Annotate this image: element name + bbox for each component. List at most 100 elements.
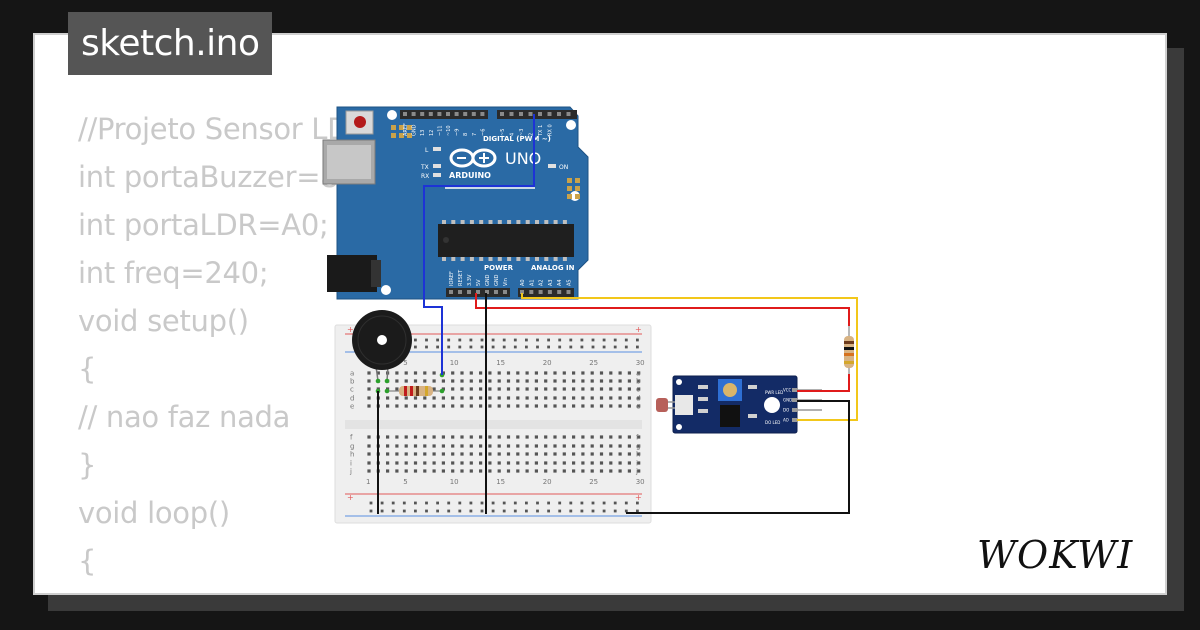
row-letter: g	[350, 443, 354, 451]
resistor-breadboard[interactable]	[387, 386, 442, 396]
row-letter: h	[350, 451, 354, 459]
project-card: //Projeto Sensor LDR int portaBuzzer=8; in…	[33, 33, 1167, 595]
digital-pin-label: TX 1	[538, 125, 544, 137]
potentiometer-knob-icon	[723, 383, 737, 397]
column-number: 10	[450, 359, 459, 367]
analog-pin-label: A3	[548, 279, 554, 286]
code-line: {	[78, 352, 97, 386]
code-line: int portaBuzzer=8;	[78, 160, 348, 194]
column-number: 25	[589, 359, 598, 367]
ldr-pin-label: VCC	[783, 388, 792, 393]
digital-pin-label: AREF	[403, 123, 409, 136]
row-letter: c	[350, 386, 354, 394]
ldr-icon	[656, 398, 668, 412]
digital-header	[403, 112, 571, 116]
tx-led-label: TX	[420, 164, 429, 171]
svg-text:+: +	[347, 493, 354, 502]
row-letter: j	[349, 468, 352, 476]
digital-label: DIGITAL (PWM ~)	[483, 135, 551, 143]
code-line: int portaLDR=A0;	[78, 208, 329, 242]
code-line: //Projeto Sensor LDR	[78, 112, 370, 146]
column-number: 20	[543, 478, 552, 486]
power-header	[449, 290, 507, 294]
digital-pin-label: ~10	[446, 125, 452, 136]
row-letter: c	[636, 386, 640, 394]
row-letter: d	[636, 395, 640, 403]
wire-red-vcc[interactable]	[797, 374, 850, 392]
resistor-pullup[interactable]	[844, 326, 854, 374]
analog-pin-label: A2	[539, 279, 545, 286]
do-led-icon	[764, 397, 780, 413]
code-line: int freq=240;	[78, 256, 269, 290]
row-letter: d	[350, 395, 354, 403]
power-pin-label: IOREF	[449, 271, 455, 286]
ldr-socket	[675, 395, 693, 415]
digital-pin-label: GND	[412, 124, 418, 136]
power-pin-label: RESET	[458, 269, 464, 286]
row-letter: g	[636, 443, 640, 451]
row-letter: a	[636, 370, 640, 378]
wire-yellow-a0[interactable]	[521, 293, 858, 421]
board-model: UNO	[505, 149, 541, 168]
digital-pin-label: 7	[472, 133, 478, 136]
icsp-header	[391, 125, 412, 138]
code-line: // nao faz nada	[78, 400, 291, 434]
atmega-chip	[438, 224, 574, 257]
row-letter: e	[636, 403, 640, 411]
digital-pin-label: 4	[510, 133, 516, 136]
column-number: 30	[636, 478, 645, 486]
wire-red-5v[interactable]	[475, 293, 850, 326]
svg-text:+: +	[347, 325, 354, 334]
column-number: 10	[450, 478, 459, 486]
digital-pin-label: 13	[420, 130, 426, 136]
arduino-logo-icon	[449, 148, 497, 168]
wire-black-module-gnd[interactable]	[626, 400, 850, 514]
digital-pin-label: ~5	[500, 129, 506, 136]
column-number: 15	[496, 478, 505, 486]
column-number: 15	[496, 359, 505, 367]
pwr-led-label: PWR LED	[765, 390, 783, 395]
power-pin-label: 5V	[476, 279, 482, 286]
ldr-pin-label: AO	[783, 418, 789, 423]
power-rail-bottom	[369, 501, 639, 513]
analog-label: ANALOG IN	[531, 264, 575, 272]
chip-pins	[442, 220, 567, 261]
column-number: 30	[636, 359, 645, 367]
ldr-pin-label: DO	[783, 408, 789, 413]
ldr-pin-label: GND	[783, 398, 792, 403]
row-letter: i	[636, 460, 638, 468]
wires	[377, 114, 858, 514]
analog-header	[520, 290, 571, 294]
sketch-title: sketch.ino	[68, 12, 273, 75]
row-letter: b	[350, 378, 355, 386]
code-line: }	[78, 448, 97, 482]
digital-pin-label: ~9	[455, 129, 461, 136]
rx-led-label: RX	[421, 173, 429, 180]
column-number: 25	[589, 478, 598, 486]
analog-pin-label: A4	[557, 279, 563, 286]
power-jack	[327, 255, 377, 292]
l-led-label: L	[425, 147, 429, 154]
comparator-chip	[720, 405, 740, 427]
buzzer[interactable]	[352, 310, 412, 382]
analog-pin-label: A0	[520, 279, 526, 286]
code-line: void setup()	[78, 304, 249, 338]
digital-pin-label: 2	[529, 133, 535, 136]
wokwi-logo-text: WOKWI	[977, 533, 1133, 576]
wire-blue[interactable]	[423, 114, 535, 375]
power-pin-label: GND	[485, 274, 491, 286]
code-line: Serial.println("Valor do Sensor LDR");	[78, 585, 634, 593]
power-pin-label: Vin	[503, 278, 509, 286]
breadboard-holes	[367, 371, 641, 473]
analog-pin-label: A5	[567, 279, 573, 286]
code-line: void loop()	[78, 496, 230, 530]
